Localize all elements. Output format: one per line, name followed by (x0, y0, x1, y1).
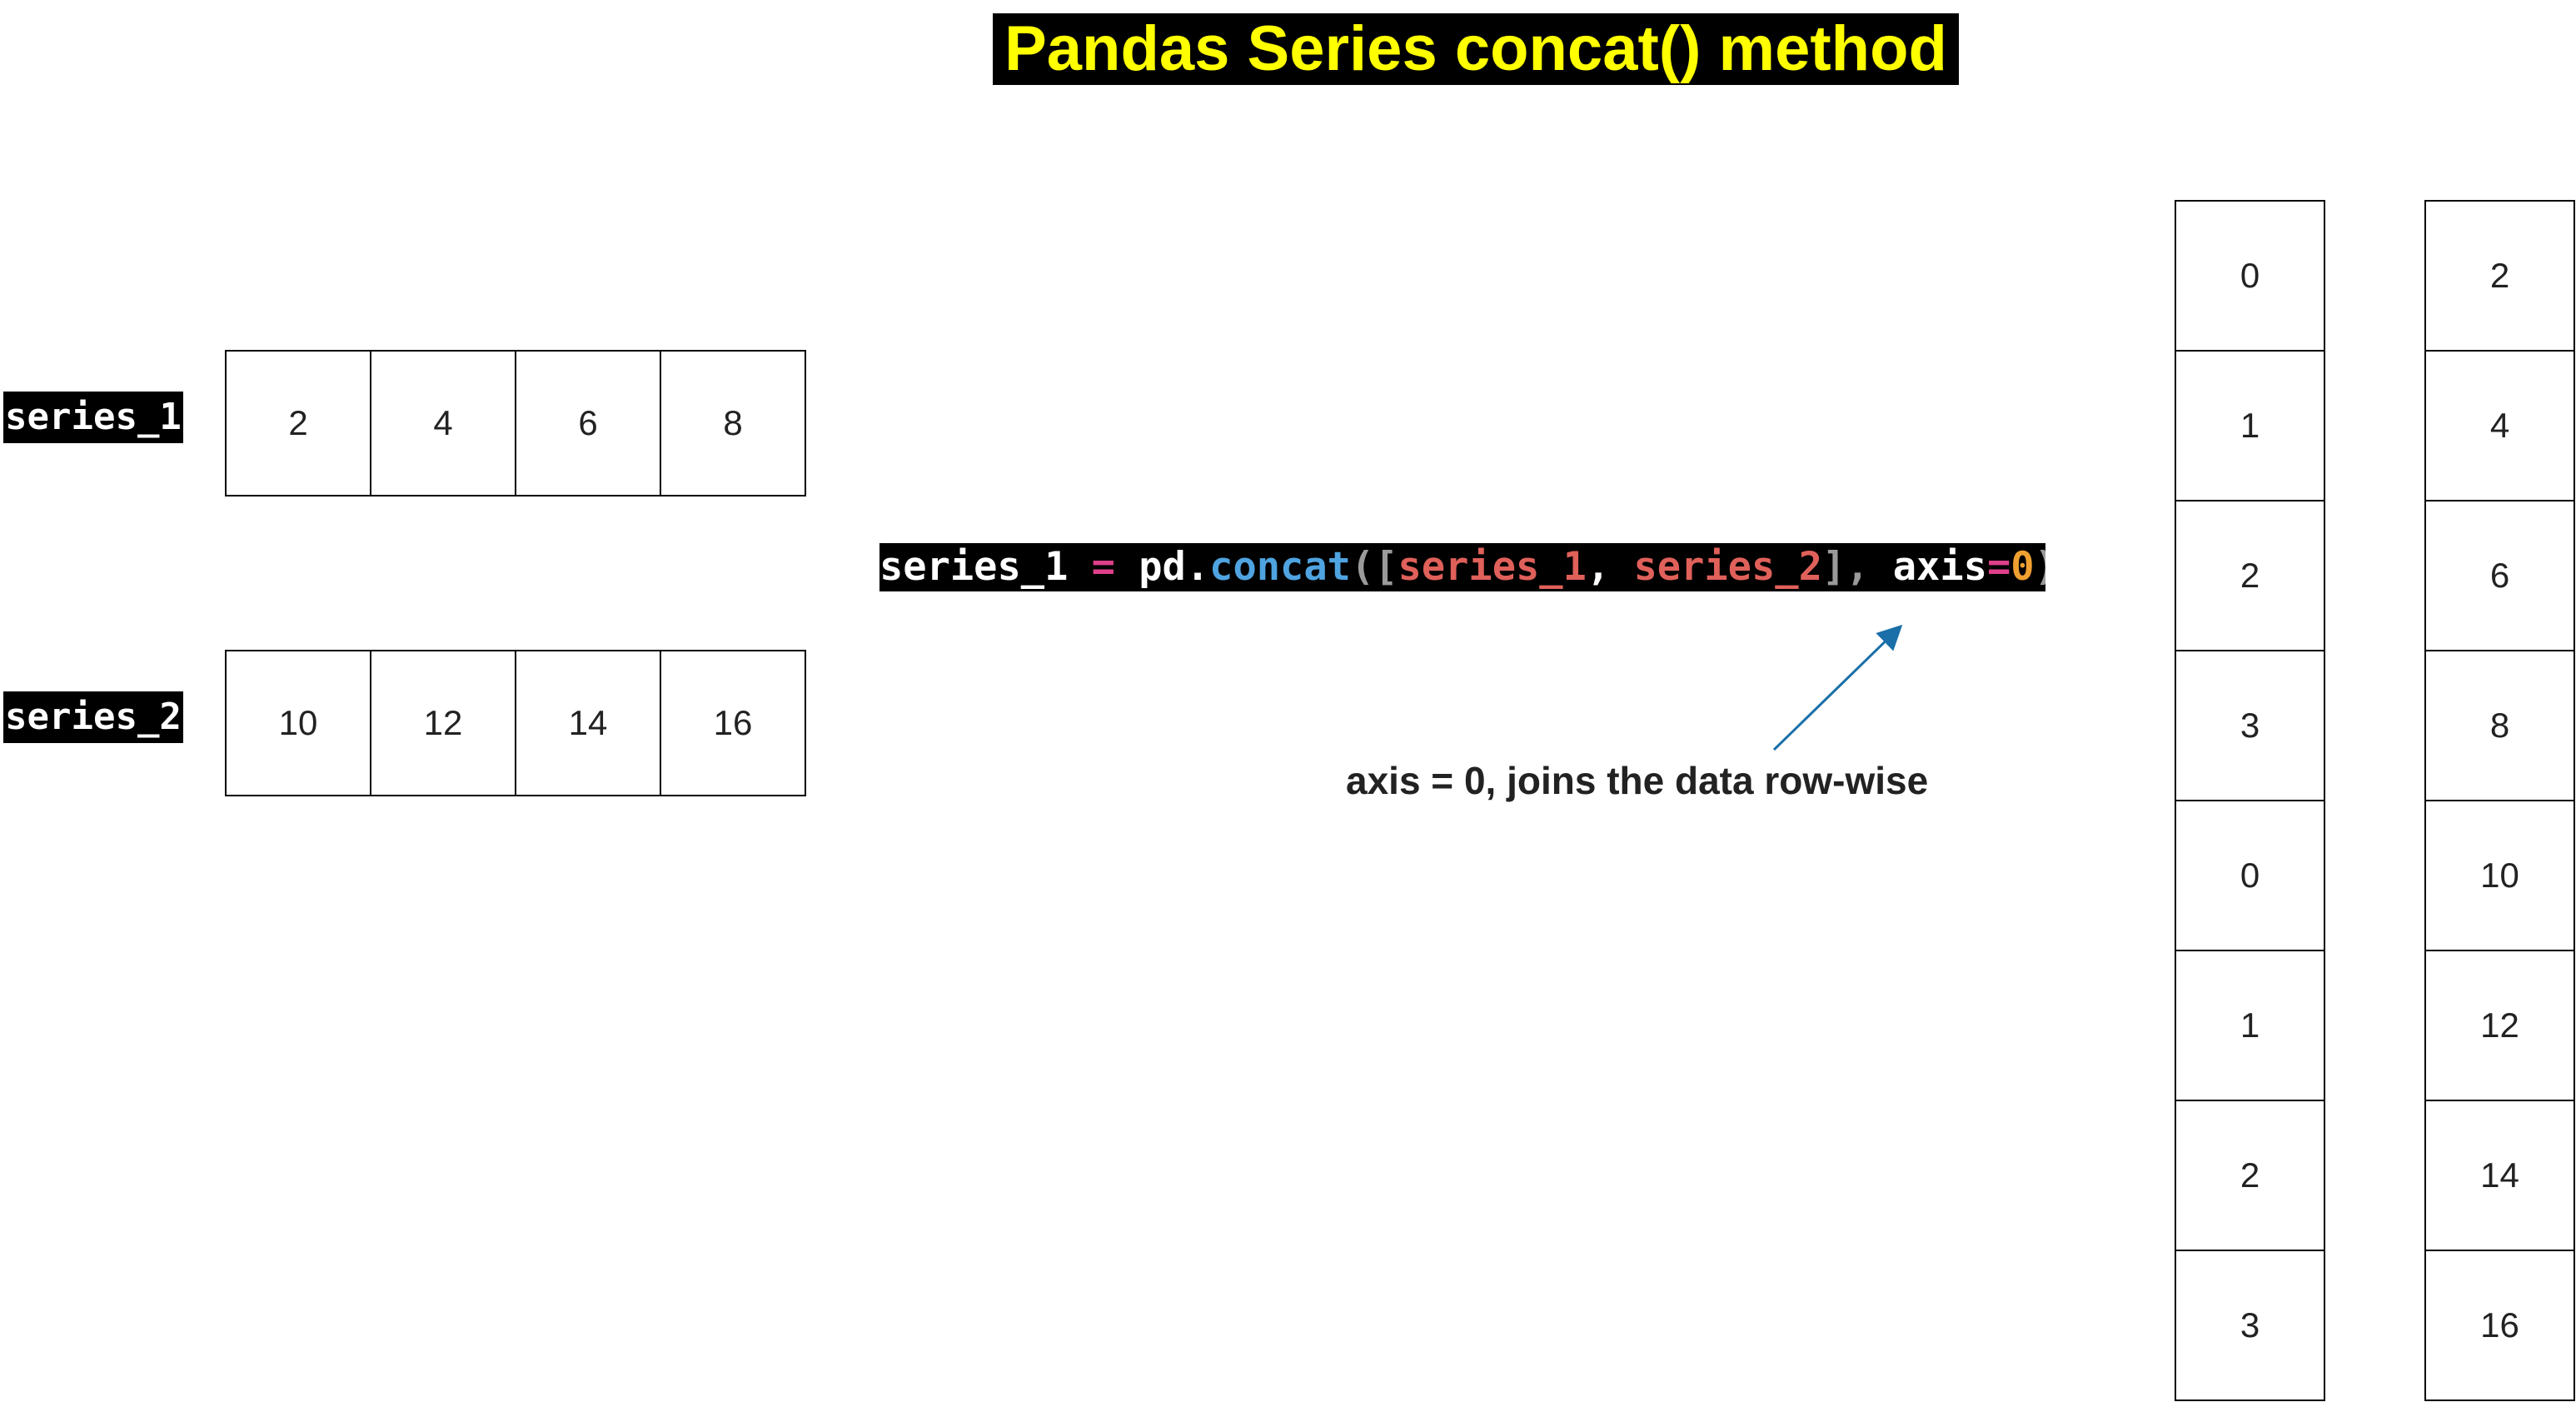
result-value-cell: 12 (2424, 950, 2575, 1101)
series-2-label: series_2 (3, 691, 183, 743)
result-values-column: 2 4 6 8 10 12 14 16 (2424, 200, 2575, 1401)
result-value-cell: 10 (2424, 800, 2575, 951)
result-value-cell: 16 (2424, 1250, 2575, 1401)
page-title: Pandas Series concat() method (993, 13, 1959, 85)
series-1-cell: 8 (660, 350, 806, 496)
result-value-cell: 4 (2424, 350, 2575, 501)
result-index-cell: 2 (2175, 500, 2325, 651)
result-index-cell: 0 (2175, 800, 2325, 951)
code-snippet: series_1 = pd.concat([series_1, series_2… (879, 543, 2045, 591)
series-2-cell: 10 (225, 650, 371, 796)
code-token: axis (1892, 544, 1987, 590)
code-token: = (1986, 544, 2011, 590)
result-index-cell: 0 (2175, 200, 2325, 352)
code-token: series_1 (1398, 544, 1587, 590)
series-1-label: series_1 (3, 392, 183, 443)
result-index-cell: 3 (2175, 1250, 2325, 1401)
code-token: ], (1821, 544, 1893, 590)
result-value-cell: 8 (2424, 650, 2575, 801)
series-1-row: 2 4 6 8 (225, 350, 806, 496)
code-token: ([ (1350, 544, 1398, 590)
code-token: 0 (2010, 544, 2035, 590)
result-value-cell: 6 (2424, 500, 2575, 651)
series-2-cell: 12 (370, 650, 516, 796)
series-2-cell: 16 (660, 650, 806, 796)
series-2-row: 10 12 14 16 (225, 650, 806, 796)
axis-annotation: axis = 0, joins the data row-wise (1346, 759, 1929, 802)
code-token: pd. (1114, 544, 1210, 590)
code-token: concat (1209, 544, 1351, 590)
series-1-cell: 6 (515, 350, 661, 496)
result-index-cell: 3 (2175, 650, 2325, 801)
code-token: series_2 (1633, 544, 1822, 590)
code-token: ) (2035, 544, 2045, 590)
result-index-cell: 1 (2175, 350, 2325, 501)
arrow-icon (1772, 624, 1903, 751)
result-value-cell: 14 (2424, 1100, 2575, 1251)
result-index-cell: 2 (2175, 1100, 2325, 1251)
series-1-cell: 4 (370, 350, 516, 496)
code-token: = (1091, 544, 1115, 590)
series-1-cell: 2 (225, 350, 371, 496)
code-token: series_1 (879, 544, 1092, 590)
result-index-column: 0 1 2 3 0 1 2 3 (2175, 200, 2325, 1401)
code-token: , (1586, 544, 1634, 590)
result-index-cell: 1 (2175, 950, 2325, 1101)
series-2-cell: 14 (515, 650, 661, 796)
result-value-cell: 2 (2424, 200, 2575, 352)
